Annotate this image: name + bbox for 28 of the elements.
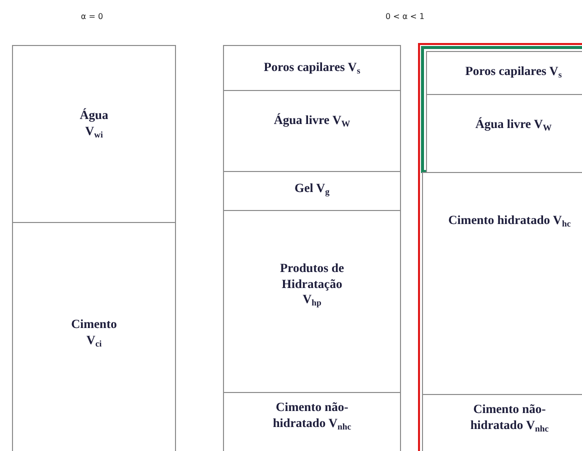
cell-text: V$_{hp}$: [302, 292, 322, 309]
highlight-outline: [418, 43, 582, 451]
phase-label: α = 0: [80, 12, 104, 21]
volume-cell: [12, 222, 176, 451]
cell-text: Poros capilares V$_{s}$: [264, 60, 360, 77]
volume-cell: [223, 392, 401, 451]
cell-text: Água livre V$_{W}$: [475, 117, 552, 134]
volume-cell: [426, 94, 582, 174]
cell-text: Cimento não-hidratado V$_{nhc}$: [272, 400, 352, 432]
volume-cell: [422, 172, 582, 395]
volume-cell: [223, 90, 401, 172]
cell-text: Gel V$_{g}$: [294, 181, 330, 198]
cell-text: V$_{ci}$: [86, 332, 102, 350]
cell-text: V$_{wi}$: [85, 124, 103, 140]
volume-cell: [426, 51, 582, 95]
cell-text: Cimento hidratado V$_{hc}$: [448, 213, 571, 230]
cell-text: Cimento: [71, 317, 117, 333]
highlight-outline: [421, 46, 582, 173]
volume-cell: [12, 45, 176, 223]
volume-cell: [223, 210, 401, 393]
cell-text: Água livre V$_{W}$: [274, 113, 350, 130]
cell-text: Poros capilares V$_{s}$: [465, 64, 562, 81]
cell-text: Água: [80, 108, 108, 124]
cell-text: Cimento não-hidratado V$_{nhc}$: [469, 402, 550, 434]
volume-cell: [223, 171, 401, 211]
cell-text: Produtos de Hidratação: [278, 261, 345, 292]
volume-cell: [223, 45, 401, 91]
phase-label: 0 < α < 1: [385, 12, 425, 21]
